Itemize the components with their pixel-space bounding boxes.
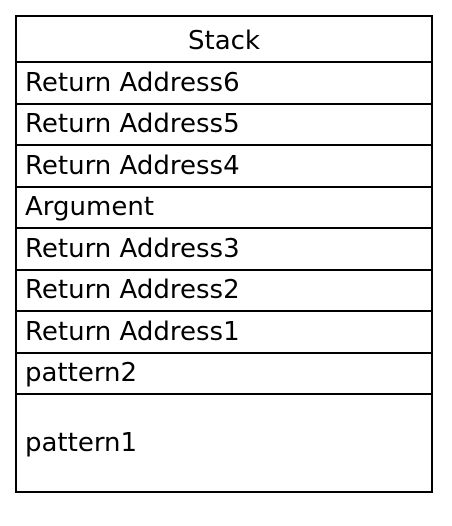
stack-row-return-address3: Return Address3 [17, 229, 431, 271]
stack-row-return-address5: Return Address5 [17, 105, 431, 146]
stack-row-return-address4: Return Address4 [17, 146, 431, 188]
stack-table: Stack Return Address6 Return Address5 Re… [15, 15, 433, 493]
stack-title: Stack [17, 17, 431, 63]
stack-row-pattern1: pattern1 [25, 428, 138, 458]
stack-row-pattern2: pattern2 [17, 354, 431, 395]
stack-row-return-address1: Return Address1 [17, 312, 431, 354]
stack-row-return-address2: Return Address2 [17, 271, 431, 312]
stack-row-return-address6: Return Address6 [17, 63, 431, 105]
stack-row-argument: Argument [17, 188, 431, 229]
